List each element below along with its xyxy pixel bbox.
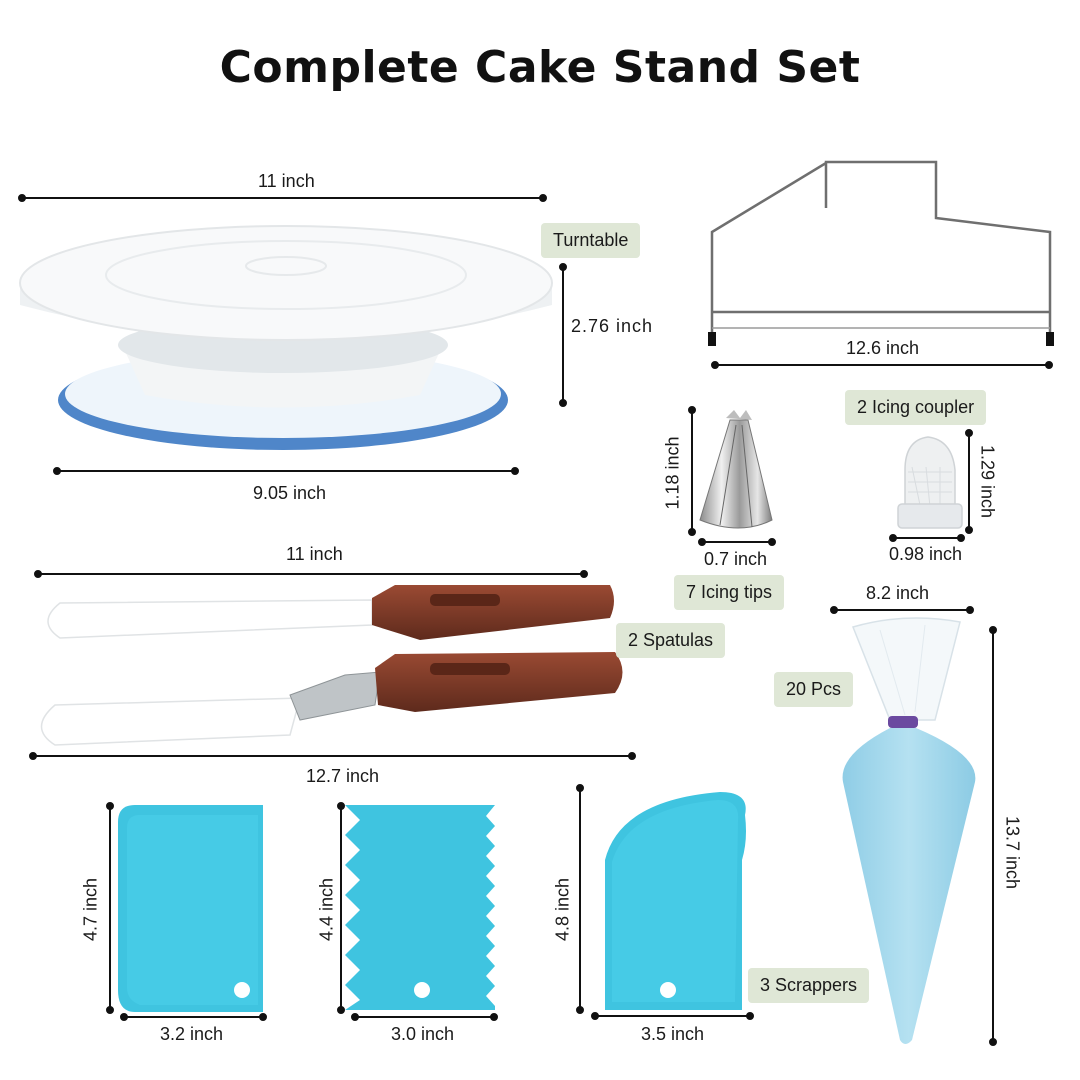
cake-leveler-image: [708, 160, 1054, 346]
turntable-image: [19, 225, 553, 450]
icing-coupler-image: [897, 436, 963, 529]
tip-height-dim: 1.18 inch: [662, 436, 683, 510]
icing-tip-image: [699, 410, 773, 529]
scraper3-width-dim: 3.5 inch: [641, 1024, 705, 1044]
spatula-straight-image: [47, 585, 614, 640]
page-title: Complete Cake Stand Set: [219, 42, 861, 93]
turntable-tag: Turntable: [541, 223, 641, 258]
dimension-lines: [18, 194, 1053, 1046]
scraper2-height-dim: 4.4 inch: [316, 877, 337, 942]
piping-bag-image: [842, 617, 976, 1044]
scraper1-width-dim: 3.2 inch: [160, 1024, 224, 1044]
coupler-tag: 2 Icing coupler: [845, 390, 987, 425]
bag-width-dim: 8.2 inch: [866, 583, 930, 603]
scraper-curved-image: [605, 792, 746, 1010]
spatula-short-dim: 11 inch: [286, 544, 343, 564]
coupler-height-dim: 1.29 inch: [977, 444, 998, 519]
bag-length-dim: 13.7 inch: [1002, 815, 1023, 890]
scraper1-height-dim: 4.7 inch: [80, 877, 101, 942]
turntable-base-dim: 9.05 inch: [253, 483, 327, 503]
leveler-width-dim: 12.6 inch: [846, 338, 920, 358]
coupler-width-dim: 0.98 inch: [889, 544, 963, 564]
spatula-long-dim: 12.7 inch: [306, 766, 380, 786]
scrapers-tag: 3 Scrappers: [748, 968, 870, 1003]
scraper-smooth-image: [118, 805, 263, 1012]
spatula-angled-image: [40, 652, 623, 746]
scraper-serrated-image: [345, 805, 495, 1010]
tip-width-dim: 0.7 inch: [704, 549, 768, 569]
scraper2-width-dim: 3.0 inch: [391, 1024, 455, 1044]
spatulas-tag: 2 Spatulas: [616, 623, 726, 658]
scraper3-height-dim: 4.8 inch: [552, 877, 573, 942]
turntable-top-dim: 11 inch: [258, 171, 315, 191]
bags-tag: 20 Pcs: [774, 672, 854, 707]
tips-tag: 7 Icing tips: [674, 575, 785, 610]
turntable-height-dim: 2.76 inch: [571, 316, 654, 336]
